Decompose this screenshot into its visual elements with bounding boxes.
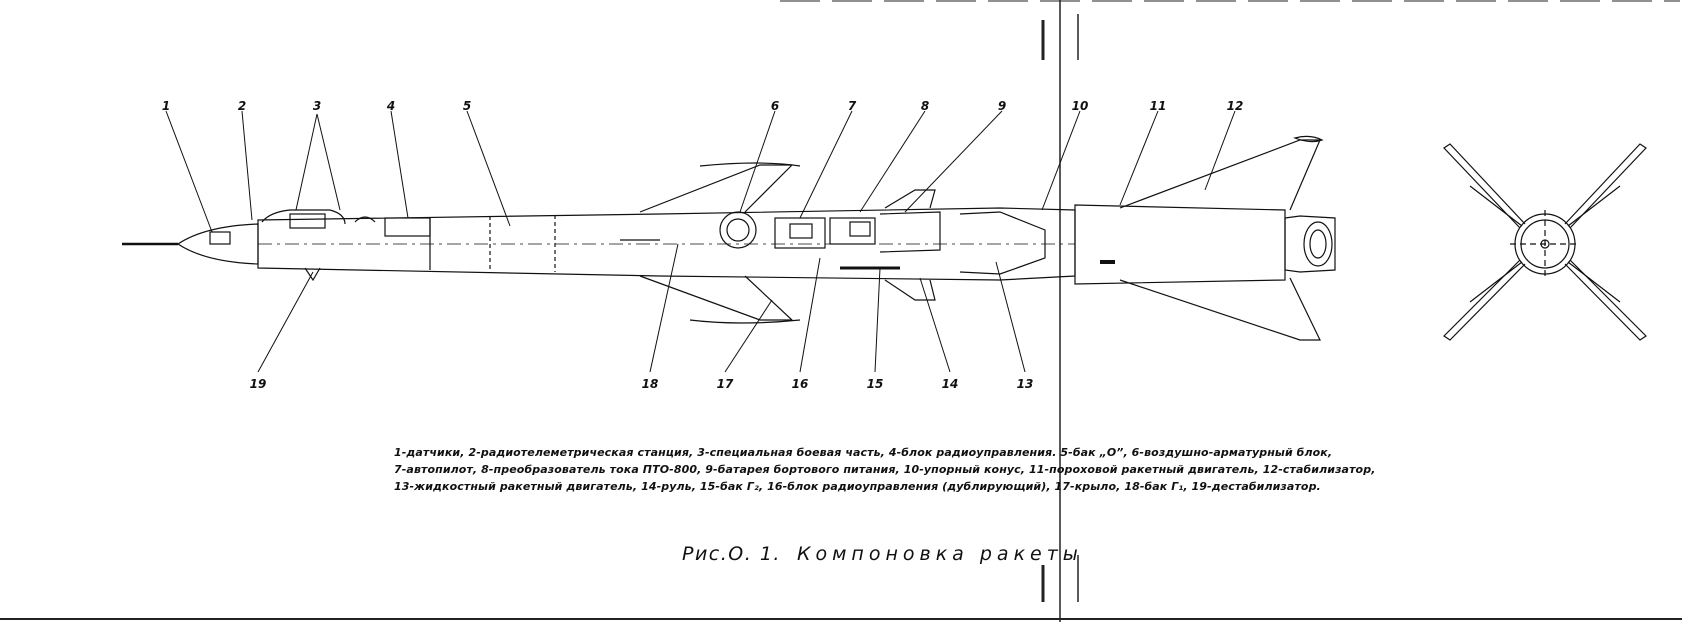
legend: 1-датчики, 2-радиотелеметрическая станци… <box>394 444 1394 495</box>
legend-line: 1-датчики, 2-радиотелеметрическая станци… <box>394 446 1333 459</box>
callout-11: 11 <box>1150 99 1167 113</box>
legend-line: 7-автопилот, 8-преобразователь тока ПТО-… <box>394 463 1376 476</box>
callout-17: 17 <box>717 377 734 391</box>
callout-12: 12 <box>1227 99 1244 113</box>
callout-15: 15 <box>867 377 884 391</box>
callout-19: 19 <box>250 377 267 391</box>
callout-18: 18 <box>642 377 659 391</box>
missile-side-view <box>122 135 1336 341</box>
callout-14: 14 <box>942 377 959 391</box>
callout-16: 16 <box>792 377 809 391</box>
legend-line: 13-жидкостный ракетный двигатель, 14-рул… <box>394 480 1321 493</box>
callout-numbers: 1 2 3 4 5 6 7 8 9 10 11 12 13 14 15 16 1… <box>162 99 1244 391</box>
caption-number: Рис.О. 1. <box>682 543 781 565</box>
callout-leader-lines <box>165 110 1236 373</box>
callout-10: 10 <box>1072 99 1089 113</box>
callout-3: 3 <box>313 99 321 113</box>
caption-title: Компоновка ракеты <box>796 543 1083 565</box>
callout-7: 7 <box>848 99 857 113</box>
missile-front-view <box>1443 143 1647 341</box>
callout-2: 2 <box>238 99 246 113</box>
callout-6: 6 <box>771 99 779 113</box>
callout-1: 1 <box>162 99 170 113</box>
callout-9: 9 <box>998 99 1006 113</box>
callout-4: 4 <box>386 99 395 113</box>
figure-caption: Рис.О. 1. Компоновка ракеты <box>682 543 1083 565</box>
callout-5: 5 <box>463 99 471 113</box>
callout-8: 8 <box>921 99 929 113</box>
callout-13: 13 <box>1017 377 1034 391</box>
